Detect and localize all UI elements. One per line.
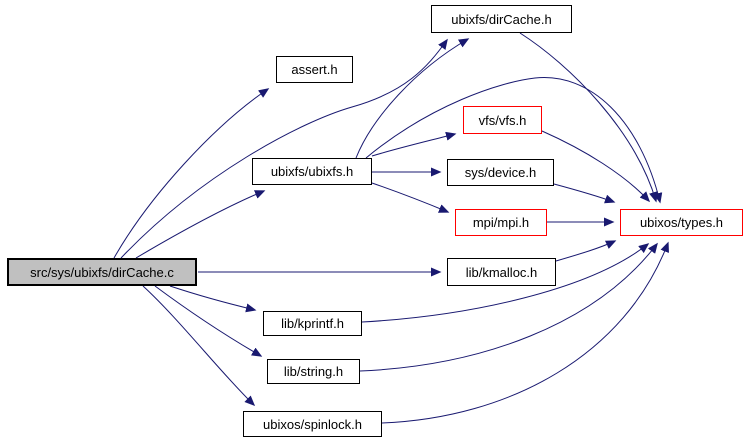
edge-main-to-string — [154, 285, 263, 357]
graph-node-kprintf[interactable]: lib/kprintf.h — [263, 311, 362, 336]
graph-node-string[interactable]: lib/string.h — [267, 359, 360, 384]
graph-node-label: ubixos/spinlock.h — [263, 416, 362, 432]
edge-ubixfs_h-to-mpi — [371, 182, 450, 213]
graph-node-label: lib/kmalloc.h — [465, 264, 538, 280]
graph-node-label: lib/string.h — [283, 364, 344, 379]
graph-node-label: src/sys/ubixfs/dirCache.c — [30, 264, 174, 280]
graph-node-assert[interactable]: assert.h — [276, 56, 353, 83]
graph-node-dircache_h[interactable]: ubixfs/dirCache.h — [431, 5, 572, 33]
edge-ubixfs_h-to-types — [365, 77, 663, 204]
graph-node-label: ubixfs/dirCache.h — [451, 11, 552, 27]
graph-node-label: mpi/mpi.h — [472, 215, 530, 230]
graph-node-spinlock[interactable]: ubixos/spinlock.h — [243, 411, 382, 437]
edge-vfs-to-types — [541, 130, 651, 203]
edge-spinlock-to-types — [381, 241, 669, 424]
graph-node-main[interactable]: src/sys/ubixfs/dirCache.c — [7, 258, 197, 286]
graph-node-label: lib/kprintf.h — [281, 316, 344, 331]
edge-string-to-types — [359, 242, 658, 372]
graph-node-label: sys/device.h — [464, 165, 537, 180]
graph-node-label: assert.h — [291, 62, 338, 77]
edge-ubixfs_h-to-vfs — [371, 131, 457, 157]
graph-node-device[interactable]: sys/device.h — [447, 159, 554, 186]
edge-kprintf-to-types — [361, 243, 650, 323]
edge-dircache_h-to-types — [519, 32, 658, 203]
edge-main-to-assert — [113, 88, 270, 259]
edge-device-to-types — [553, 183, 616, 204]
graph-node-types[interactable]: ubixos/types.h — [620, 209, 743, 236]
edge-kmalloc-to-types — [555, 240, 617, 262]
graph-node-label: ubixos/types.h — [639, 215, 724, 230]
edge-main-to-ubixfs_h — [135, 190, 266, 259]
graph-node-kmalloc[interactable]: lib/kmalloc.h — [447, 258, 556, 286]
graph-node-label: ubixfs/ubixfs.h — [270, 164, 354, 179]
edge-main-to-spinlock — [142, 285, 256, 407]
graph-node-label: vfs/vfs.h — [478, 112, 527, 128]
graph-node-mpi[interactable]: mpi/mpi.h — [455, 209, 547, 236]
edge-main-to-kprintf — [169, 285, 257, 313]
edge-ubixfs_h-to-dircache_h — [355, 38, 470, 159]
graph-node-ubixfs_h[interactable]: ubixfs/ubixfs.h — [252, 158, 372, 185]
edge-main-to-dircache_h — [120, 38, 448, 259]
graph-node-vfs[interactable]: vfs/vfs.h — [463, 106, 542, 134]
